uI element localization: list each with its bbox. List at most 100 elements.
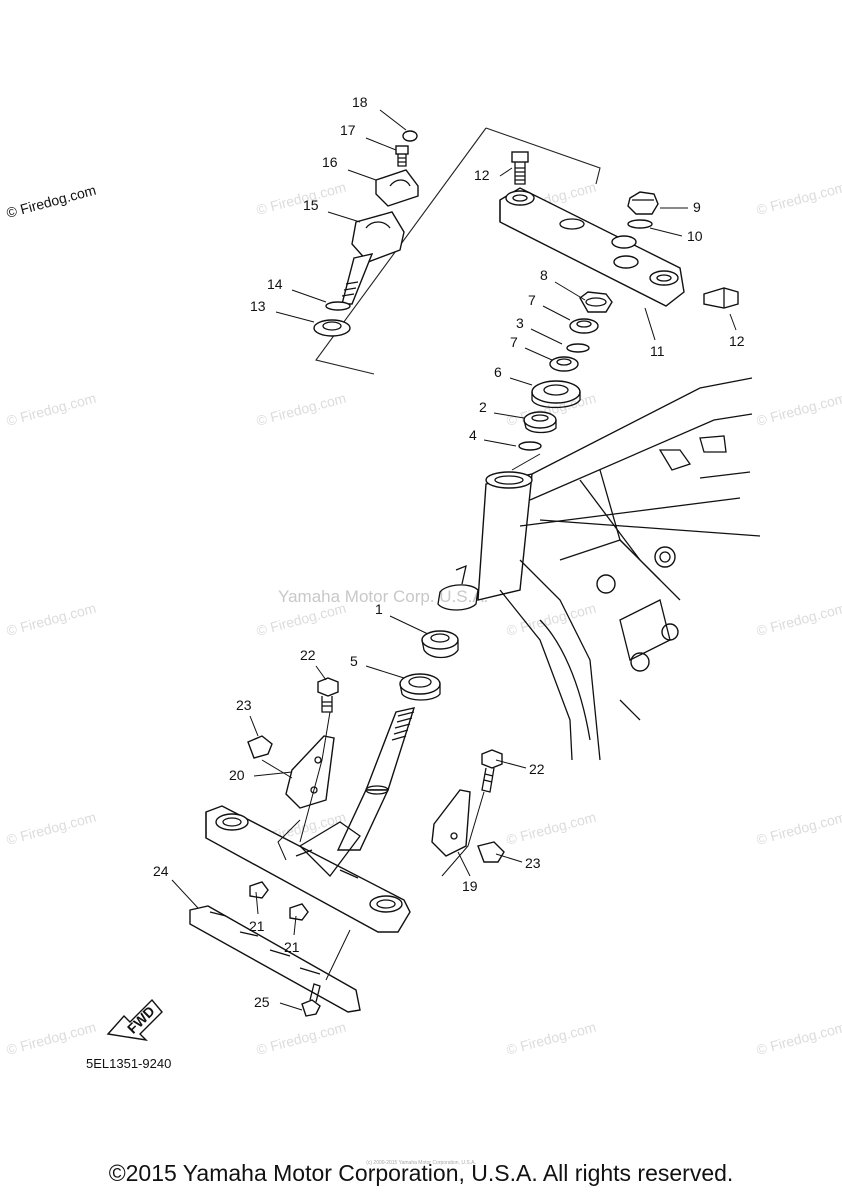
part-6-cover [531, 380, 581, 409]
callout-15: 15 [303, 197, 319, 213]
callout-14: 14 [267, 276, 283, 292]
callout-21: 21 [284, 939, 300, 955]
watermark-14: © Firedog.com [505, 809, 598, 848]
callout-11: 11 [650, 343, 665, 359]
leader-line-11 [644, 307, 656, 341]
part-24-cable-guide [189, 905, 361, 1013]
steering-shaft [336, 707, 416, 851]
leader-line-4 [483, 439, 517, 447]
callout-12: 12 [474, 167, 490, 183]
part-21-clip-a [249, 881, 269, 899]
callout-6: 6 [494, 364, 502, 380]
part-17-bolt [395, 145, 409, 167]
fwd-arrow-icon: FWD [106, 998, 163, 1042]
callout-25: 25 [254, 994, 270, 1010]
part-5-seal [399, 673, 441, 701]
leader-line-18 [379, 109, 407, 131]
watermark-12: © Firedog.com [5, 809, 98, 848]
leader-line-2 [493, 412, 525, 419]
callout-24: 24 [153, 863, 169, 879]
leader-line-3 [530, 328, 563, 345]
leader-line-23 [249, 715, 259, 737]
watermark-17: © Firedog.com [255, 1019, 348, 1058]
callout-2: 2 [479, 399, 487, 415]
part-22-bolt-right [481, 749, 503, 793]
leader-line-21 [255, 891, 259, 915]
leader-line-10 [649, 227, 683, 237]
leader-line-19 [457, 851, 471, 877]
leader-line-7 [542, 305, 571, 321]
leader-lines [171, 109, 737, 1011]
lower-bracket [205, 805, 411, 933]
leader-line-21 [293, 915, 297, 936]
leader-line-13 [275, 311, 315, 323]
part-23-clamp-left [247, 735, 273, 759]
watermark-11: © Firedog.com [755, 600, 842, 639]
callout-7: 7 [528, 292, 536, 308]
tiny-copyright: (c) 2000-2015 Yamaha Motor Corporation, … [366, 1160, 476, 1166]
leader-line-12 [499, 167, 513, 177]
callout-22: 22 [300, 647, 316, 663]
watermark-19: © Firedog.com [755, 1019, 842, 1058]
watermark-18: © Firedog.com [505, 1019, 598, 1058]
callout-18: 18 [352, 94, 368, 110]
watermark-8: © Firedog.com [5, 600, 98, 639]
watermark-0: © Firedog.com [5, 182, 98, 221]
callout-13: 13 [250, 298, 266, 314]
part-14-washer [325, 301, 351, 311]
callout-20: 20 [229, 767, 245, 783]
callout-7: 7 [510, 334, 518, 350]
diagram-code: 5EL1351-9240 [86, 1056, 171, 1071]
leader-line-25 [279, 1002, 303, 1011]
part-22-bolt-left [317, 677, 339, 713]
part-13-damper [313, 319, 351, 337]
watermark-1: © Firedog.com [255, 179, 348, 218]
part-3-washer [566, 343, 590, 353]
watermark-4: © Firedog.com [5, 390, 98, 429]
callout-5: 5 [350, 653, 358, 669]
callout-8: 8 [540, 267, 548, 283]
callout-17: 17 [340, 122, 356, 138]
leader-line-7 [524, 347, 553, 361]
leader-line-23 [495, 853, 523, 863]
callout-9: 9 [693, 199, 701, 215]
part-10-washer [627, 219, 653, 229]
callout-1: 1 [375, 601, 383, 617]
leader-line-20 [253, 771, 293, 777]
leader-line-8 [554, 281, 586, 301]
watermark-layer: © Firedog.com © Firedog.com © Firedog.com ©… [5, 179, 842, 1058]
callout-3: 3 [516, 315, 524, 331]
part-12-bolt-side [703, 287, 739, 309]
part-19-bracket [431, 789, 471, 857]
part-18-cap [402, 130, 418, 142]
leader-line-24 [171, 879, 199, 909]
part-7-ring-nut-lower [549, 356, 579, 372]
part-20-bracket [285, 735, 335, 809]
callout-19: 19 [462, 878, 478, 894]
center-watermark: Yamaha Motor Corp. U.S.A. [278, 587, 488, 606]
watermark-5: © Firedog.com [255, 390, 348, 429]
leader-line-15 [327, 211, 361, 223]
part-16-holder-cap [375, 169, 419, 207]
part-25-screw [301, 983, 321, 1017]
part-15-lower-holder [341, 211, 405, 305]
top-group-frame [315, 127, 601, 375]
watermark-7: © Firedog.com [755, 390, 842, 429]
leader-line-6 [509, 377, 533, 386]
watermark-16: © Firedog.com [5, 1019, 98, 1058]
assembly-lines [261, 453, 541, 981]
part-23-clamp-right [477, 841, 505, 863]
part-1-bearing-race [421, 630, 459, 659]
callout-12: 12 [729, 333, 745, 349]
leader-line-12 [729, 313, 737, 331]
callout-22: 22 [529, 761, 545, 777]
callout-16: 16 [322, 154, 338, 170]
leader-line-22 [315, 665, 327, 681]
part-21-clip-b [289, 903, 309, 921]
watermark-15: © Firedog.com [755, 809, 842, 848]
part-9-nut [627, 191, 659, 215]
callout-4: 4 [469, 427, 477, 443]
leader-line-1 [389, 615, 429, 635]
